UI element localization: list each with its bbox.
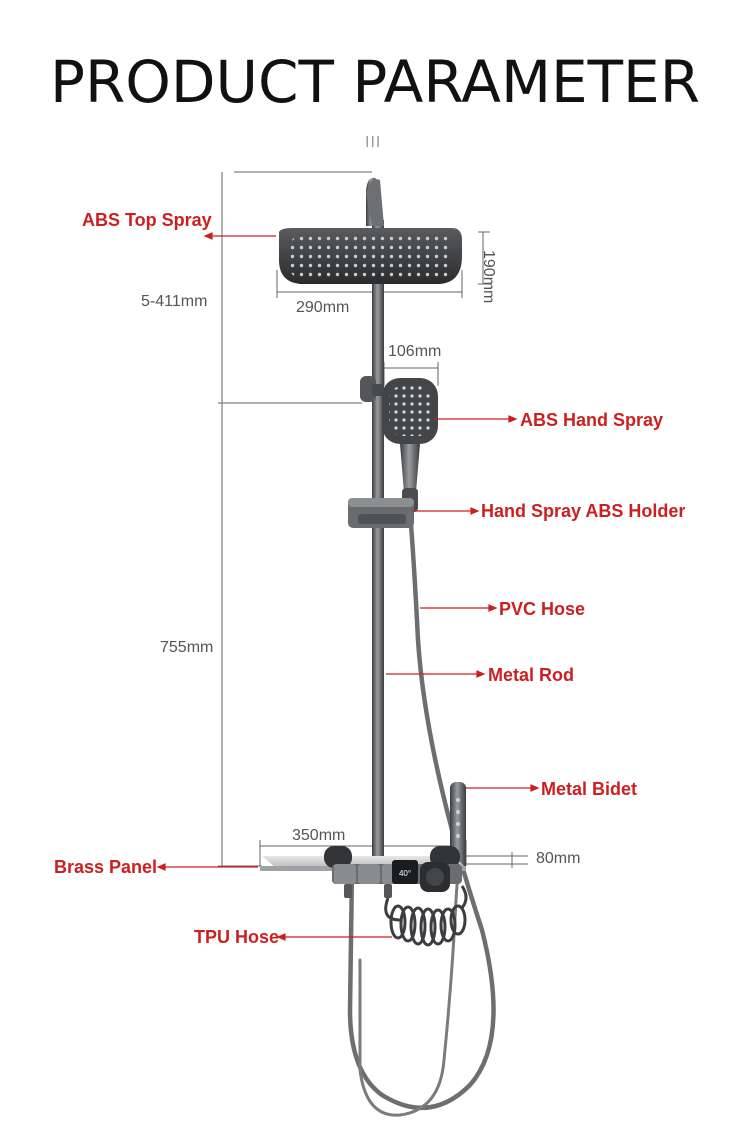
page-title: PRODUCT PARAMETER [49,48,701,116]
watermark-mark: III [365,134,382,151]
hand-spray [382,378,438,512]
dim-head-depth: 190mm [480,250,497,304]
pvc-hose [347,509,496,1111]
dim-head-width: 290mm [296,299,350,316]
callout-leaders [156,232,540,941]
label-hand-spray: ABS Hand Spray [520,410,664,430]
metal-rod [372,220,384,860]
temperature-text: 40° [399,869,411,878]
hand-spray-holder [348,498,414,528]
tpu-hose [384,885,468,947]
dim-panel-width: 350mm [292,827,346,844]
dim-top-height: 5-411mm [141,293,208,310]
label-metal-rod: Metal Rod [488,665,575,685]
bidet-hose [358,868,460,1117]
label-tpu-hose: TPU Hose [194,927,280,947]
dim-panel-depth: 80mm [536,850,581,867]
upper-bracket [360,376,384,402]
label-pvc-hose: PVC Hose [499,599,586,619]
temperature-display [392,860,418,884]
label-holder: Hand Spray ABS Holder [481,501,686,521]
dim-rod-height: 755mm [160,639,214,656]
dimension-lines [218,171,528,868]
label-metal-bidet: Metal Bidet [541,779,638,799]
label-brass-panel: Brass Panel [54,857,158,877]
brass-panel [260,846,466,898]
top-spray-head [279,228,462,284]
label-top-spray: ABS Top Spray [82,210,212,230]
dim-hand-width: 106mm [388,343,442,360]
